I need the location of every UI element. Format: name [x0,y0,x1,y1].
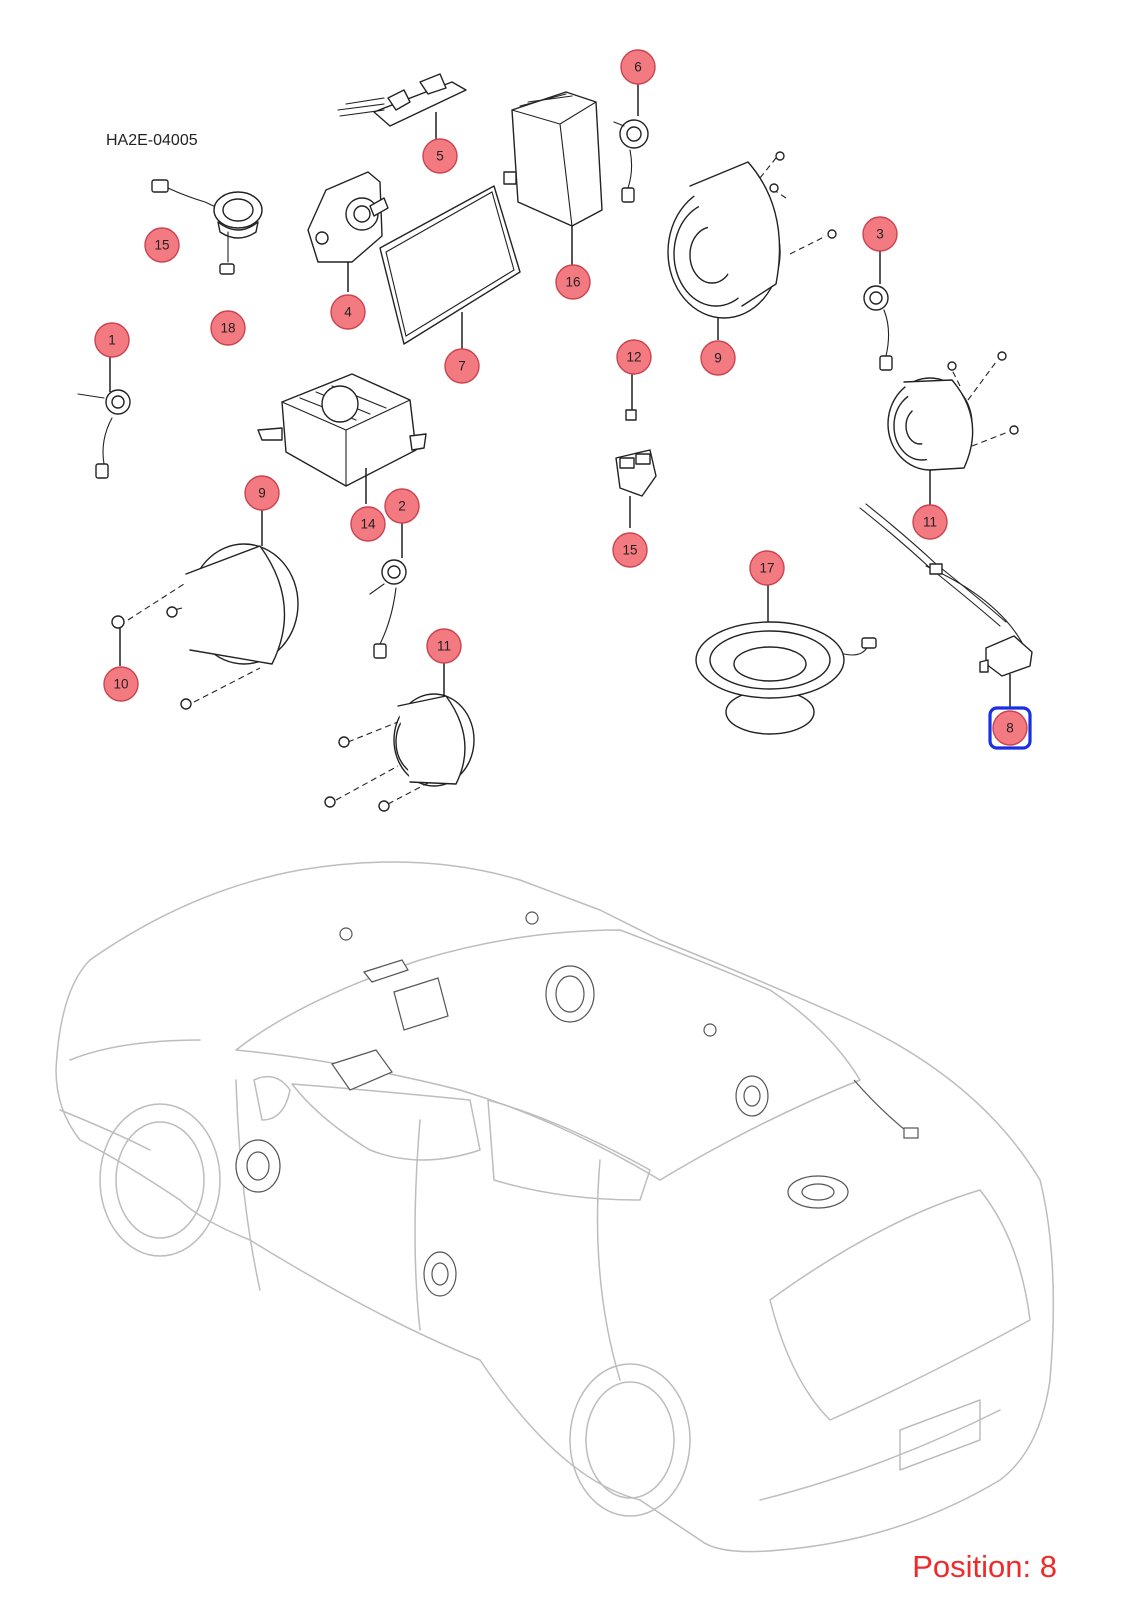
svg-text:11: 11 [923,515,937,530]
part-display-monitor[interactable] [379,185,521,352]
callout-6[interactable]: 6 [620,49,656,85]
svg-text:7: 7 [458,359,466,374]
part-antenna-module[interactable] [859,503,1033,708]
svg-text:6: 6 [634,60,642,75]
callout-10[interactable]: 10 [103,666,139,702]
callout-9-upper[interactable]: 9 [700,340,736,376]
part-amplifier[interactable] [257,373,427,504]
callouts: 6 5 15 3 16 4 18 1 12 9 7 9 2 11 14 15 1… [94,49,1032,750]
svg-text:12: 12 [626,350,641,365]
svg-text:2: 2 [398,499,406,514]
svg-text:3: 3 [876,227,884,242]
svg-text:14: 14 [360,517,376,532]
part-screw[interactable] [111,615,125,666]
svg-text:1: 1 [108,333,116,348]
part-tweeter-6[interactable] [613,84,649,203]
position-label: Position: 8 [912,1549,1057,1584]
part-head-unit-bracket[interactable] [307,171,389,292]
svg-text:11: 11 [437,639,451,654]
callout-14[interactable]: 15 [612,532,648,568]
callout-15[interactable]: 16 [555,264,591,300]
svg-text:15: 15 [622,543,637,558]
callout-5[interactable]: 5 [422,138,458,174]
part-center-speaker[interactable] [151,179,263,263]
part-tweeter-2[interactable] [369,520,407,659]
callout-2[interactable]: 2 [384,488,420,524]
part-connector[interactable] [219,263,235,275]
part-rear-speaker-lower[interactable] [324,662,475,812]
callout-12[interactable]: 12 [616,339,652,375]
svg-text:17: 17 [759,561,774,576]
diagram-code: HA2E-04005 [106,132,198,149]
part-tweeter-1[interactable] [77,356,131,479]
part-tweeter-3[interactable] [863,250,893,371]
callout-4[interactable]: 4 [330,294,366,330]
callout-9-left[interactable]: 9 [244,475,280,511]
car-overview [55,861,1055,1553]
svg-text:4: 4 [344,305,352,320]
svg-text:10: 10 [113,677,128,692]
callout-18[interactable]: 18 [210,310,246,346]
callout-13[interactable]: 14 [350,506,386,542]
callout-8[interactable]: 8 [992,710,1028,746]
part-usb-bracket[interactable] [625,374,637,421]
callout-7[interactable]: 7 [444,348,480,384]
callout-1[interactable]: 1 [94,322,130,358]
part-audio-module[interactable] [503,91,603,266]
callout-11-upper[interactable]: 11 [912,504,948,540]
callout-16[interactable]: 17 [749,550,785,586]
part-rear-speaker-upper[interactable] [887,351,1019,508]
part-usb-jack[interactable] [615,449,657,528]
part-connector-bracket[interactable] [337,73,467,140]
selected-callout-highlight [988,706,1032,750]
svg-text:8: 8 [1006,721,1014,736]
part-front-speaker-left[interactable] [127,508,299,710]
callout-17[interactable]: 15 [144,227,180,263]
part-subwoofer[interactable] [695,584,877,735]
callout-3[interactable]: 3 [862,216,898,252]
svg-text:9: 9 [258,486,266,501]
svg-text:16: 16 [565,275,580,290]
part-front-speaker-upper[interactable] [667,151,837,340]
callout-11-lower[interactable]: 11 [426,628,462,664]
svg-text:9: 9 [714,351,722,366]
svg-text:18: 18 [220,321,235,336]
svg-text:15: 15 [154,238,169,253]
svg-text:5: 5 [436,149,444,164]
